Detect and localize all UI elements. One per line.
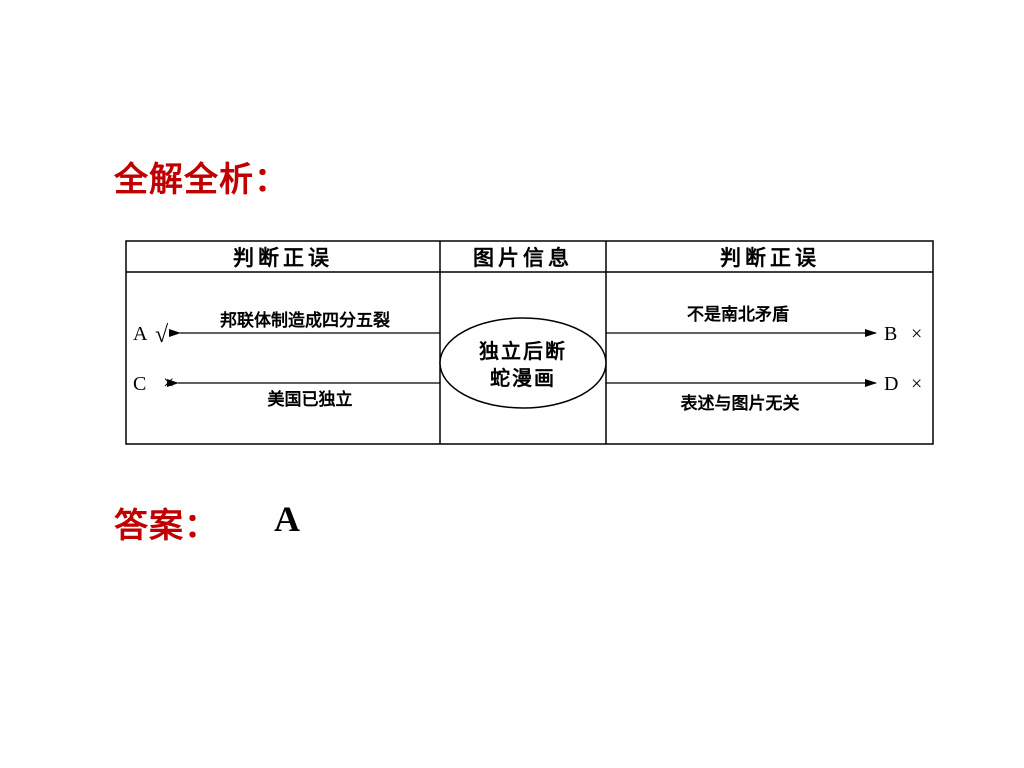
option-d-text: 表述与图片无关 — [681, 393, 800, 414]
center-text-line1: 独立后断 — [479, 339, 567, 363]
option-d-letter: D — [884, 373, 898, 395]
header-left: 判断正误 — [233, 245, 333, 270]
answer-label: 答案： — [114, 506, 219, 546]
option-c-letter: C — [133, 373, 146, 395]
option-a-letter: A — [133, 323, 148, 345]
answer-value: A — [274, 499, 300, 539]
center-text-line2: 蛇漫画 — [490, 366, 556, 390]
option-c-text: 美国已独立 — [268, 389, 353, 410]
center-ellipse — [439, 317, 607, 409]
header-right: 判断正误 — [720, 245, 820, 270]
cross-icon: × — [163, 372, 174, 394]
cross-icon: × — [911, 323, 922, 345]
option-a-text: 邦联体制造成四分五裂 — [220, 310, 390, 331]
option-b-letter: B — [884, 323, 897, 345]
header-middle: 图片信息 — [473, 245, 573, 270]
section-heading: 全解全析： — [114, 160, 289, 200]
option-b-text: 不是南北矛盾 — [687, 304, 789, 325]
cross-icon: × — [911, 373, 922, 395]
table-border — [125, 240, 934, 445]
check-icon: √ — [155, 322, 169, 348]
